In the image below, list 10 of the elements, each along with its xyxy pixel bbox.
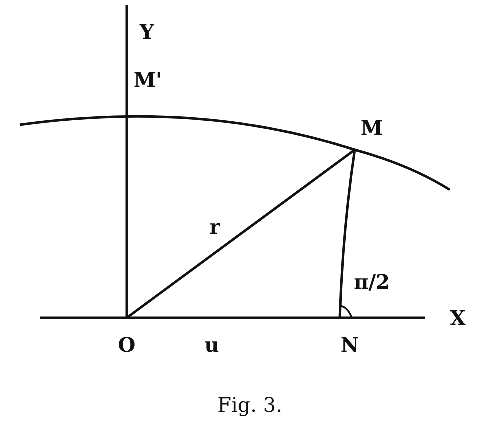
point-label: M — [360, 118, 384, 138]
figure-caption: Fig. 3. — [218, 395, 282, 415]
point-label: M' — [134, 70, 162, 90]
axis-label: Y — [140, 22, 154, 42]
segment-label: u — [204, 335, 220, 355]
segment-label: r — [210, 217, 220, 237]
point-label: N — [340, 335, 360, 355]
angle-label: π/2 — [354, 272, 390, 292]
point-label: O — [118, 335, 136, 355]
axis-label: X — [450, 308, 466, 328]
